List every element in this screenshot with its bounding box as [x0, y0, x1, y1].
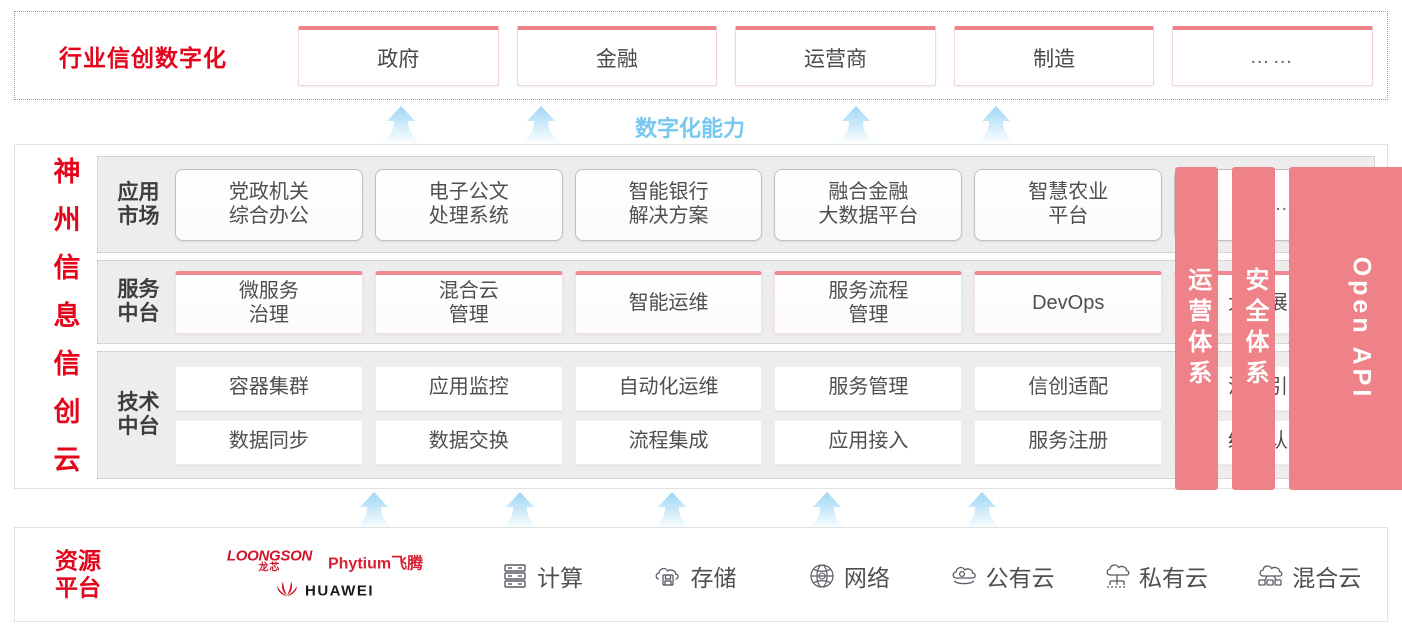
pillar-open-api[interactable]: Open API — [1289, 167, 1402, 490]
industry-box-telecom[interactable]: 运营商 — [735, 26, 936, 86]
resource-arrow-strip-bottom — [0, 492, 1402, 530]
industry-band: 行业信创数字化 政府 金融 运营商 制造 …… — [14, 11, 1388, 100]
cell-intelligent-operations[interactable]: 智能运维 — [574, 270, 763, 334]
huawei-logo: HUAWEI — [205, 580, 445, 601]
industry-box-manufacturing[interactable]: 制造 — [953, 26, 1155, 86]
platform-rows: 应用 市场 党政机关综合办公 电子公文处理系统 智能银行解决方案 融合金融大数据… — [97, 156, 1402, 490]
resource-item-label: 计算 — [537, 564, 584, 591]
cell-service-process-management[interactable]: 服务流程管理 — [774, 270, 963, 334]
up-arrow-icon — [969, 106, 1023, 144]
industry-box-list: 政府 金融 运营商 制造 …… — [298, 26, 1373, 86]
cell-application-monitoring[interactable]: 应用监控 — [374, 365, 563, 411]
capability-arrow-strip-top: 数字化能力 — [0, 104, 1402, 144]
vendor-logo-group: LOONGSON 龙芯 Phytium飞腾 HUA — [205, 548, 445, 601]
cell-data-sync[interactable]: 数据同步 — [175, 419, 363, 465]
up-arrow-icon — [374, 106, 428, 144]
resource-item-network[interactable]: 网络 — [772, 559, 925, 593]
row-label-application-market: 应用 市场 — [117, 180, 160, 228]
cell-xinchuang-adaptation[interactable]: 信创适配 — [974, 365, 1163, 411]
pillar-security-system[interactable]: 安全体系 — [1232, 167, 1276, 490]
row-label-service-middle-platform: 服务 中台 — [117, 278, 160, 325]
cell-process-integration[interactable]: 流程集成 — [574, 419, 763, 465]
platform-title-char: 息 — [53, 301, 81, 331]
hybrid-cloud-icon — [1255, 561, 1285, 591]
resource-platform-panel: 资源 平台 LOONGSON 龙芯 Phytium飞腾 — [14, 527, 1388, 622]
cloud-storage-icon — [653, 561, 683, 591]
cell-devops[interactable]: DevOps — [974, 270, 1163, 334]
resource-platform-title: 资源 平台 — [55, 546, 101, 601]
resource-item-label: 混合云 — [1292, 564, 1362, 591]
platform-pillars: 运营体系 安全体系 Open API — [1175, 167, 1402, 490]
up-arrow-icon — [800, 492, 854, 530]
resource-item-label: 网络 — [843, 564, 890, 591]
cell-service-registry[interactable]: 服务注册 — [974, 419, 1163, 465]
private-cloud-icon — [1102, 561, 1132, 591]
platform-title-char: 信 — [53, 349, 81, 379]
platform-title-char: 神 — [53, 157, 81, 187]
industry-box-government[interactable]: 政府 — [298, 26, 499, 86]
cell-fintech-bigdata-platform[interactable]: 融合金融大数据平台 — [774, 168, 963, 241]
resource-item-public-cloud[interactable]: 公有云 — [925, 559, 1078, 593]
resource-item-hybrid-cloud[interactable]: 混合云 — [1232, 559, 1385, 593]
cell-automated-operations[interactable]: 自动化运维 — [574, 365, 763, 411]
server-rack-icon — [500, 561, 530, 591]
cell-smart-agriculture-platform[interactable]: 智慧农业平台 — [974, 168, 1163, 241]
platform-panel: 神 州 信 息 信 创 云 应用 市场 党政机关综合办公 电子公文处理系统 智能… — [14, 144, 1402, 490]
platform-title-char: 云 — [53, 445, 81, 475]
up-arrow-icon — [645, 492, 699, 530]
public-cloud-icon — [949, 561, 979, 591]
industry-band-title: 行业信创数字化 — [59, 44, 227, 71]
cell-data-exchange[interactable]: 数据交换 — [374, 419, 563, 465]
network-globe-icon — [807, 561, 837, 591]
industry-box-finance[interactable]: 金融 — [516, 26, 718, 86]
cell-service-management[interactable]: 服务管理 — [774, 365, 963, 411]
cell-application-access[interactable]: 应用接入 — [774, 419, 963, 465]
up-arrow-icon — [829, 106, 883, 144]
industry-box-more[interactable]: …… — [1172, 26, 1373, 86]
resource-item-label: 私有云 — [1138, 564, 1208, 591]
cell-smart-bank-solution[interactable]: 智能银行解决方案 — [574, 168, 763, 241]
cell-e-document-system[interactable]: 电子公文处理系统 — [374, 168, 563, 241]
platform-title-char: 信 — [53, 253, 81, 283]
capability-label: 数字化能力 — [635, 116, 746, 141]
cell-microservice-governance[interactable]: 微服务治理 — [175, 270, 363, 334]
cell-hybrid-cloud-management[interactable]: 混合云管理 — [374, 270, 563, 334]
up-arrow-icon — [955, 492, 1009, 530]
resource-item-list: 计算 存储 — [465, 528, 1385, 623]
loongson-logo: LOONGSON 龙芯 — [226, 547, 312, 573]
huawei-flower-icon — [276, 580, 298, 601]
up-arrow-icon — [347, 492, 401, 530]
resource-item-label: 公有云 — [985, 564, 1055, 591]
resource-item-private-cloud[interactable]: 私有云 — [1078, 559, 1231, 593]
pillar-operations-system[interactable]: 运营体系 — [1175, 167, 1219, 490]
platform-title-char: 创 — [53, 397, 81, 427]
resource-item-storage[interactable]: 存储 — [618, 559, 771, 593]
cell-container-cluster[interactable]: 容器集群 — [175, 365, 363, 411]
resource-item-label: 存储 — [690, 564, 737, 591]
platform-title-vertical: 神 州 信 息 信 创 云 — [42, 159, 92, 474]
resource-item-compute[interactable]: 计算 — [465, 559, 618, 593]
cell-party-gov-office[interactable]: 党政机关综合办公 — [175, 168, 363, 241]
up-arrow-icon — [514, 106, 568, 144]
up-arrow-icon — [493, 492, 547, 530]
phytium-logo: Phytium飞腾 — [327, 555, 424, 572]
row-label-technical-middle-platform: 技术 中台 — [117, 391, 160, 438]
platform-title-char: 州 — [53, 205, 81, 235]
